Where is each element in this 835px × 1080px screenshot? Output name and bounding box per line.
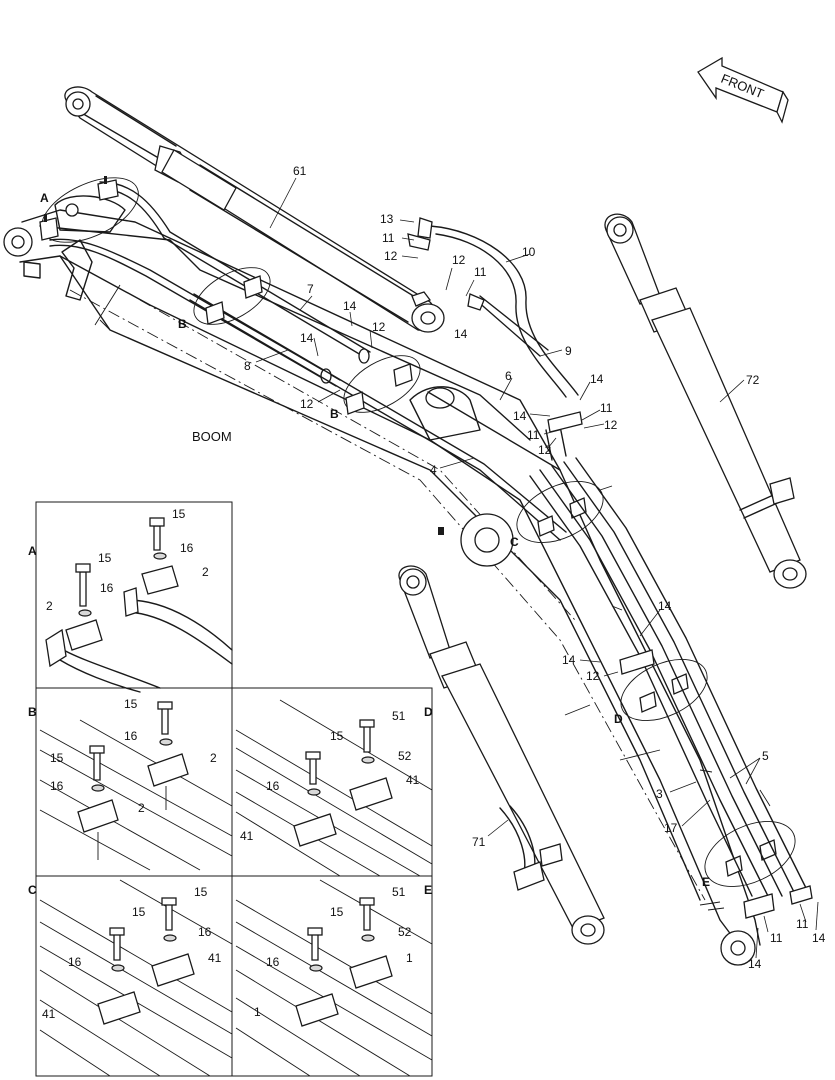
callout-11: 11 [796,917,809,931]
callout-61: 61 [293,164,307,178]
detail-b-letter: B [28,705,37,719]
cylinder-61 [64,86,445,333]
callout-11: 11 [382,231,395,245]
detail-a-16: 16 [100,581,114,595]
callout-14: 14 [300,331,314,345]
detail-c-15b: 15 [194,885,208,899]
boom-body [3,195,761,966]
callout-71: 71 [472,835,486,849]
detail-c-16b: 16 [198,925,212,939]
callout-8: 8 [244,359,251,373]
callout-14: 14 [658,599,672,613]
callout-14: 14 [513,409,527,423]
callout-14: 14 [748,957,762,971]
detail-e-16: 16 [266,955,280,969]
callout-5: 5 [762,749,769,763]
marker-c: C [510,535,519,549]
detail-a-15: 15 [98,551,112,565]
callout-10: 10 [522,245,536,259]
detail-d-41b: 41 [240,829,254,843]
detail-e-15: 15 [330,905,344,919]
callout-12: 12 [452,253,466,267]
callout-72: 72 [746,373,760,387]
detail-d-16: 16 [266,779,280,793]
callout-14: 14 [562,653,576,667]
detail-b: B 15 16 2 15 16 2 [28,697,233,871]
front-arrow-icon: FRONT [697,56,789,124]
detail-b-16b: 16 [124,729,138,743]
marker-a: A [40,191,49,205]
hose-10 [407,217,579,398]
callout-12: 12 [586,669,600,683]
marker-d: D [614,712,623,726]
marker-b: B [330,407,339,421]
detail-e: E 51 52 1 15 16 1 [235,879,433,1077]
detail-a-letter: A [28,544,37,558]
detail-b-15: 15 [50,751,64,765]
callout-12: 12 [604,418,618,432]
detail-d-41a: 41 [406,773,420,787]
detail-a: A 15 16 2 15 16 2 [28,507,233,693]
detail-e-52: 52 [398,925,412,939]
detail-c-letter: C [28,883,37,897]
callout-12: 12 [372,320,386,334]
callout-11: 11 [770,931,783,945]
detail-c-15: 15 [132,905,146,919]
callout-3: 3 [656,787,663,801]
detail-c-41: 41 [42,1007,56,1021]
marker-b: B [178,317,187,331]
marker-e: E [702,875,710,889]
callout-12: 12 [300,397,314,411]
callout-4: 4 [430,463,437,477]
callout-14: 14 [454,327,468,341]
callout-7: 7 [307,282,314,296]
detail-d-52: 52 [398,749,412,763]
detail-frames [35,501,433,1077]
callout-9: 9 [565,344,572,358]
callout-17: 17 [664,821,678,835]
callout-11: 11 [600,401,613,415]
detail-b-2b: 2 [210,751,217,765]
cylinder-71 [398,565,605,945]
detail-a-2: 2 [46,599,53,613]
clamp-sets [39,176,796,887]
detail-d-51: 51 [392,709,406,723]
boom-label: BOOM [192,429,232,444]
callout-6: 6 [505,369,512,383]
detail-b-2: 2 [138,801,145,815]
callout-14: 14 [812,931,826,945]
callout-13: 13 [380,212,394,226]
callout-14: 14 [343,299,357,313]
detail-d-letter: D [424,705,433,719]
pipes-7-8 [49,181,567,541]
callouts: 61 13 11 12 12 11 10 14 14 7 14 12 8 12 … [192,164,826,971]
section-markers: A B B C D E [40,191,710,889]
callout-12: 12 [384,249,398,263]
detail-b-15b: 15 [124,697,138,711]
detail-e-51: 51 [392,885,406,899]
callout-11: 11 [527,428,540,442]
detail-a-2b: 2 [202,565,209,579]
callout-11: 11 [474,265,487,279]
callout-12: 12 [538,443,552,457]
callout-14: 14 [590,372,604,386]
detail-e-1b: 1 [254,1005,261,1019]
detail-e-1a: 1 [406,951,413,965]
cylinder-72 [604,213,807,589]
detail-d: D 51 52 41 15 16 41 [235,699,433,877]
leader-lines [255,177,819,959]
pipe-bundle [529,411,813,919]
detail-a-15b: 15 [172,507,186,521]
detail-c-41b: 41 [208,951,222,965]
detail-a-16b: 16 [180,541,194,555]
detail-c: C 15 16 41 15 16 41 [28,879,233,1077]
detail-e-letter: E [424,883,432,897]
detail-c-16: 16 [68,955,82,969]
detail-d-15: 15 [330,729,344,743]
detail-b-16: 16 [50,779,64,793]
